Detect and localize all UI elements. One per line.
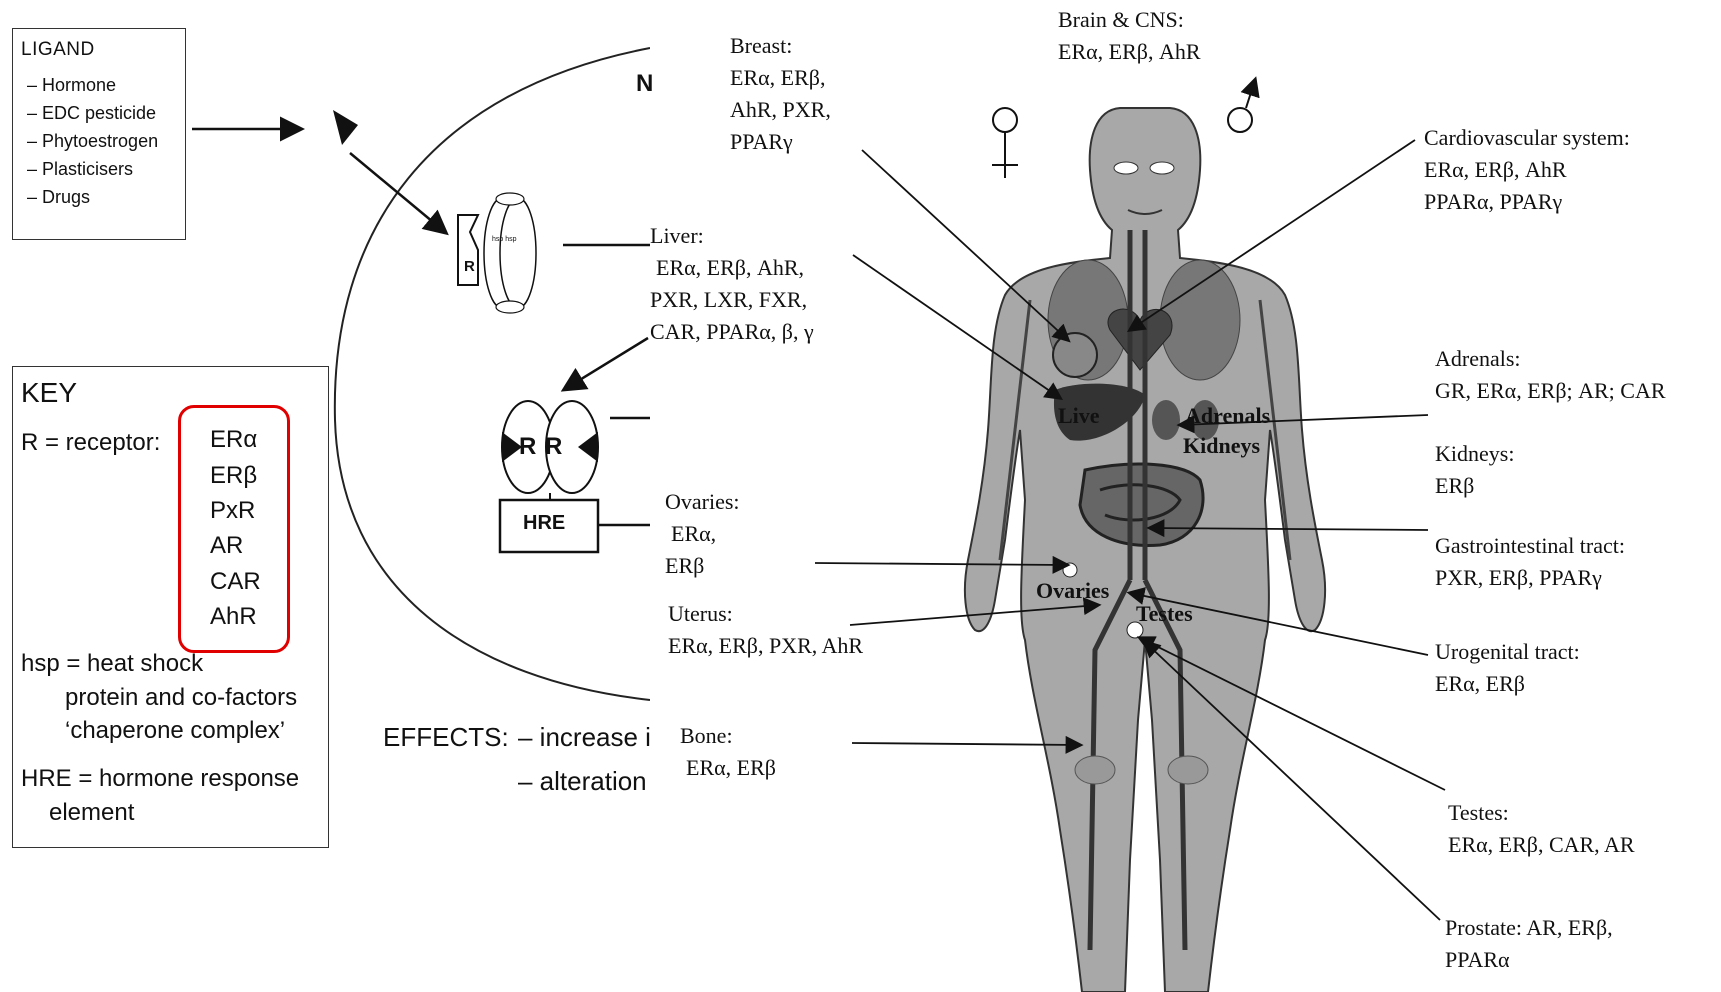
ligand-shape — [333, 110, 358, 145]
receptor-item: PxR — [210, 497, 255, 525]
ligand-title: LIGAND — [21, 39, 95, 61]
receptor-hsp-complex — [458, 193, 536, 313]
cardio-title: Cardiovascular system: — [1424, 122, 1630, 154]
key-title: KEY — [21, 377, 77, 409]
gi-label: Gastrointestinal tract: PXR, ERβ, PPARγ — [1435, 530, 1625, 594]
ligand-box: LIGAND – Hormone – EDC pesticide – Phyto… — [12, 28, 186, 240]
effect-item: – alteration — [518, 766, 647, 797]
ovaries-title: Ovaries: — [665, 486, 740, 518]
prostate-label: Prostate: AR, ERβ, PPARα — [1445, 912, 1613, 976]
ovaries-label: Ovaries: ERα, ERβ — [665, 486, 740, 582]
body-label-ovaries: Ovaries — [1036, 578, 1109, 604]
kidneys-label: Kidneys: ERβ — [1435, 438, 1514, 502]
prostate-line: PPARα — [1445, 944, 1613, 976]
liver-line: CAR, PPARα, β, γ — [650, 316, 814, 348]
dimer-arrow — [565, 338, 648, 389]
cell-letter: N — [636, 70, 653, 98]
receptor-label: R = receptor: — [21, 429, 160, 457]
kidneys-receptors: ERβ — [1435, 470, 1514, 502]
liver-label: Liver: ERα, ERβ, AhR, PXR, LXR, FXR, CAR… — [650, 220, 814, 348]
testes-label: Testes: ERα, ERβ, CAR, AR — [1448, 797, 1635, 861]
adrenals-label: Adrenals: GR, ERα, ERβ; AR; CAR — [1435, 343, 1666, 407]
ovaries-line: ERβ — [665, 550, 740, 582]
testes-title: Testes: — [1448, 797, 1635, 829]
brain-receptors: ERα, ERβ, AhR — [1058, 36, 1201, 68]
kidneys-title: Kidneys: — [1435, 438, 1514, 470]
hre-line: HRE = hormone response — [21, 765, 299, 793]
body-label-testes: Testes — [1136, 601, 1193, 627]
liver-line: PXR, LXR, FXR, — [650, 284, 814, 316]
hsp-text: hsp hsp — [492, 236, 517, 243]
binding-arrow — [350, 153, 445, 232]
cardio-line: PPARα, PPARγ — [1424, 186, 1630, 218]
testes-receptors: ERα, ERβ, CAR, AR — [1448, 829, 1635, 861]
receptor-letter: R — [464, 258, 475, 275]
brain-label: Brain & CNS: ERα, ERβ, AhR — [1058, 4, 1201, 68]
ovaries-line: ERα, — [665, 518, 740, 550]
bone-label: Bone: ERα, ERβ — [680, 720, 776, 784]
brain-title: Brain & CNS: — [1058, 4, 1201, 36]
uterus-title: Uterus: — [668, 598, 863, 630]
receptor-item: AR — [210, 532, 243, 560]
liver-title: Liver: — [650, 220, 814, 252]
body-label-kidneys: Kidneys — [1183, 433, 1260, 459]
ligand-item: – Phytoestrogen — [27, 131, 158, 152]
hsp-line: hsp = heat shock — [21, 650, 203, 678]
hsp-line: protein and co-factors — [65, 684, 297, 712]
adrenals-receptors: GR, ERα, ERβ; AR; CAR — [1435, 375, 1666, 407]
effect-item: – increase i — [518, 722, 651, 753]
dimer-r-right: R — [545, 433, 562, 461]
breast-line: AhR, PXR, — [730, 94, 831, 126]
breast-label: Breast: ERα, ERβ, AhR, PXR, PPARγ — [730, 30, 831, 158]
receptor-item: ERα — [210, 426, 257, 454]
ligand-item: – Plasticisers — [27, 159, 133, 180]
hsp-line: ‘chaperone complex’ — [65, 717, 285, 745]
bone-receptors: ERα, ERβ — [680, 752, 776, 784]
cell-membrane — [335, 48, 650, 700]
ligand-item: – Drugs — [27, 187, 90, 208]
receptor-item: ERβ — [210, 462, 257, 490]
dimer-r-left: R — [519, 433, 536, 461]
receptor-item: CAR — [210, 568, 261, 596]
bone-title: Bone: — [680, 720, 776, 752]
liver-line: ERα, ERβ, AhR, — [650, 252, 814, 284]
breast-line: PPARγ — [730, 126, 831, 158]
breast-line: ERα, ERβ, — [730, 62, 831, 94]
urogenital-title: Urogenital tract: — [1435, 636, 1580, 668]
cardio-label: Cardiovascular system: ERα, ERβ, AhR PPA… — [1424, 122, 1630, 218]
hre-line: element — [49, 799, 134, 827]
prostate-title: Prostate: AR, ERβ, — [1445, 912, 1613, 944]
urogenital-label: Urogenital tract: ERα, ERβ — [1435, 636, 1580, 700]
hre-box-label: HRE — [523, 512, 565, 535]
receptor-item: AhR — [210, 603, 257, 631]
body-label-liver: Live — [1058, 403, 1100, 429]
adrenals-title: Adrenals: — [1435, 343, 1666, 375]
ligand-item: – Hormone — [27, 75, 116, 96]
effects-label: EFFECTS: — [383, 722, 509, 753]
urogenital-receptors: ERα, ERβ — [1435, 668, 1580, 700]
ligand-item: – EDC pesticide — [27, 103, 156, 124]
uterus-receptors: ERα, ERβ, PXR, AhR — [668, 630, 863, 662]
cardio-line: ERα, ERβ, AhR — [1424, 154, 1630, 186]
gi-receptors: PXR, ERβ, PPARγ — [1435, 562, 1625, 594]
breast-title: Breast: — [730, 30, 831, 62]
uterus-label: Uterus: ERα, ERβ, PXR, AhR — [668, 598, 863, 662]
body-label-adrenals: Adrenals — [1185, 403, 1270, 429]
gi-title: Gastrointestinal tract: — [1435, 530, 1625, 562]
